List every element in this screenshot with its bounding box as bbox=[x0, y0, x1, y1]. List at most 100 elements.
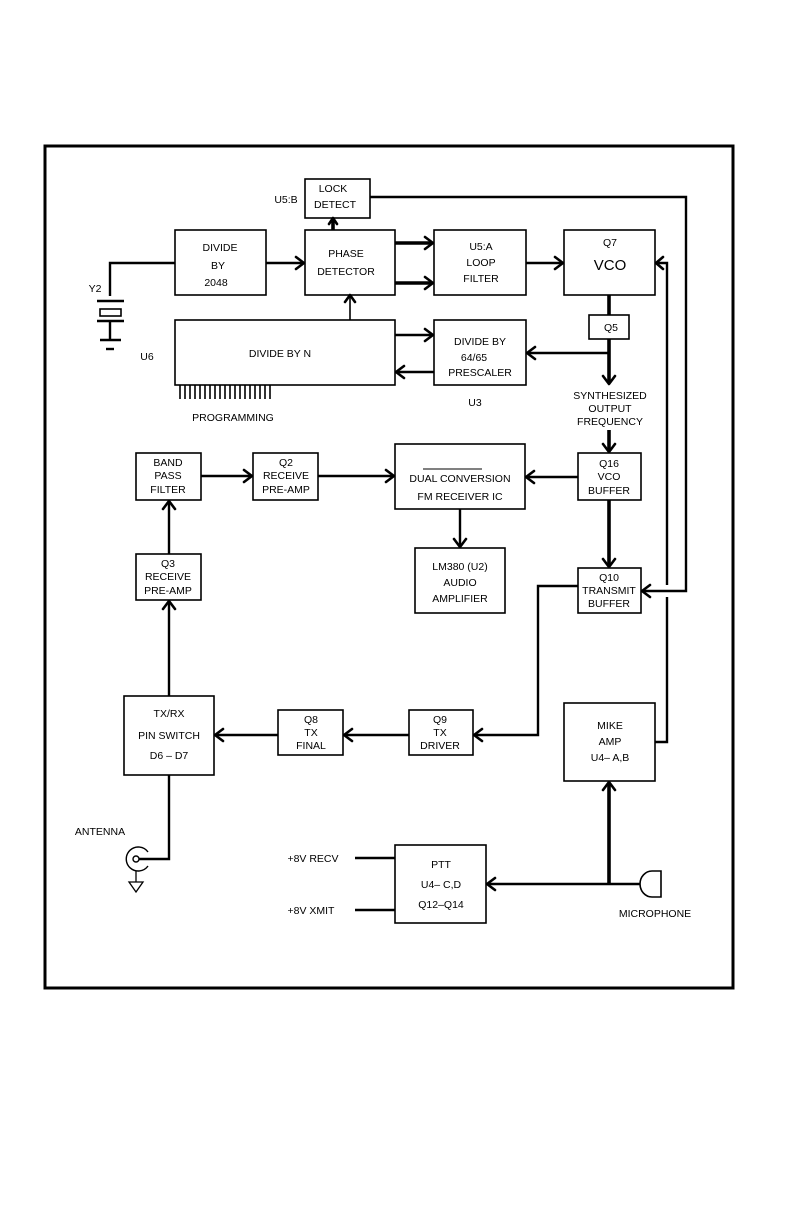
connection-divider-to-phase bbox=[266, 255, 306, 271]
block-text: BUFFER bbox=[588, 485, 630, 497]
connection-q2-to-receiver bbox=[318, 468, 396, 484]
block-tx-driver: Q9 TX DRIVER bbox=[408, 709, 474, 756]
supply-xmit-label: +8V XMIT bbox=[288, 905, 336, 917]
block-text: 2048 bbox=[204, 277, 228, 289]
block-pin-switch: TX/RX PIN SWITCH D6 – D7 bbox=[123, 695, 215, 776]
block-lock-detect: LOCK DETECT bbox=[304, 178, 371, 219]
block-text: PHASE bbox=[328, 248, 364, 260]
block-text: TX bbox=[433, 727, 446, 739]
block-text: DIVIDE bbox=[202, 242, 237, 254]
block-q3-receive-preamp: Q3 RECEIVE PRE-AMP bbox=[135, 553, 202, 601]
block-text: PIN SWITCH bbox=[138, 730, 200, 742]
block-divide-by-n: DIVIDE BY N bbox=[174, 319, 396, 399]
block-vco: Q7 VCO bbox=[563, 229, 656, 296]
block-phase-detector: PHASE DETECTOR bbox=[304, 229, 396, 296]
block-text: RECEIVE bbox=[145, 571, 191, 583]
block-text: Q10 bbox=[599, 572, 619, 584]
block-text: BY bbox=[211, 260, 225, 272]
block-text: LM380 (U2) bbox=[432, 561, 487, 573]
connection-phase-to-lock-detect bbox=[327, 216, 339, 230]
block-divide-2048: DIVIDE BY 2048 bbox=[174, 229, 267, 296]
block-text: BUFFER bbox=[588, 598, 630, 610]
connection-loop-filter-to-vco bbox=[526, 255, 565, 271]
microphone-icon bbox=[639, 870, 662, 898]
connection-q3-to-bpf bbox=[161, 499, 177, 554]
synthesized-label: FREQUENCY bbox=[577, 416, 643, 428]
block-text: DETECT bbox=[314, 199, 357, 211]
ref-label-u5b: U5:B bbox=[274, 194, 297, 206]
connection-transmit-to-driver bbox=[472, 584, 578, 743]
block-text: Q12–Q14 bbox=[418, 899, 464, 911]
block-text: TRANSMIT bbox=[582, 585, 636, 597]
block-transmit-buffer: Q10 TRANSMIT BUFFER bbox=[577, 567, 642, 614]
diagram-frame bbox=[43, 144, 735, 990]
connection-bpf-to-q2 bbox=[201, 468, 254, 484]
block-text: RECEIVE bbox=[263, 470, 309, 482]
connection-mike-to-vco bbox=[654, 255, 669, 744]
connection-divide-n-to-phase bbox=[343, 293, 357, 320]
ref-label-u3: U3 bbox=[468, 397, 482, 409]
block-text: PRE-AMP bbox=[144, 585, 192, 597]
block-text: Q16 bbox=[599, 458, 619, 470]
block-text: MIKE bbox=[597, 720, 623, 732]
block-text: U4– A,B bbox=[591, 752, 630, 764]
microphone-label: MICROPHONE bbox=[619, 908, 691, 920]
connection-divide-n-prescaler bbox=[394, 327, 435, 380]
block-tx-final: Q8 TX FINAL bbox=[277, 709, 344, 756]
block-text: DIVIDE BY N bbox=[249, 348, 311, 360]
block-text: Q2 bbox=[279, 457, 293, 469]
block-text: VCO bbox=[598, 471, 621, 483]
block-text: PRE-AMP bbox=[262, 484, 310, 496]
crystal-y2-symbol bbox=[97, 261, 175, 351]
connection-phase-to-loop-filter bbox=[395, 235, 435, 291]
block-vco-buffer: Q16 VCO BUFFER bbox=[577, 452, 642, 501]
block-text: PASS bbox=[154, 470, 181, 482]
block-text: TX bbox=[304, 727, 317, 739]
block-text: FILTER bbox=[463, 273, 499, 285]
connection-mic-to-ptt-and-mike bbox=[485, 780, 640, 892]
block-prescaler: DIVIDE BY 64/65 PRESCALER bbox=[433, 319, 527, 386]
antenna-label: ANTENNA bbox=[75, 826, 125, 838]
synthesized-label: SYNTHESIZED bbox=[573, 390, 647, 402]
ref-label-u6: U6 bbox=[140, 351, 154, 363]
block-text: LOOP bbox=[466, 257, 495, 269]
block-audio-amplifier: LM380 (U2) AUDIO AMPLIFIER bbox=[414, 547, 506, 614]
block-text: VCO bbox=[594, 257, 627, 274]
block-text: BAND bbox=[153, 457, 183, 469]
supply-recv-label: +8V RECV bbox=[287, 853, 338, 865]
block-text: FINAL bbox=[296, 740, 326, 752]
block-text: AUDIO bbox=[443, 577, 476, 589]
block-text: DUAL CONVERSION bbox=[409, 473, 510, 485]
block-text: TX/RX bbox=[154, 708, 185, 720]
block-text: DIVIDE BY bbox=[454, 336, 506, 348]
synthesized-label: OUTPUT bbox=[588, 403, 632, 415]
block-text: Q8 bbox=[304, 714, 318, 726]
connection-switch-to-q3 bbox=[161, 599, 177, 696]
block-text: LOCK bbox=[319, 183, 348, 195]
block-text: FM RECEIVER IC bbox=[417, 491, 503, 503]
connection-receiver-to-audio bbox=[452, 509, 468, 549]
crystal-label: Y2 bbox=[89, 283, 102, 295]
block-text: Q5 bbox=[604, 322, 618, 334]
connection-lock-detect-to-transmit bbox=[370, 195, 688, 599]
block-ptt: PTT U4– C,D Q12–Q14 bbox=[394, 844, 487, 924]
block-mike-amp: MIKE AMP U4– A,B bbox=[563, 702, 656, 782]
programming-pins bbox=[179, 385, 271, 399]
connection-driver-to-final bbox=[342, 727, 409, 743]
block-fm-receiver-ic: DUAL CONVERSION FM RECEIVER IC bbox=[394, 443, 526, 510]
programming-label: PROGRAMMING bbox=[192, 412, 274, 424]
connection-q5-output bbox=[525, 339, 617, 386]
block-text: PRESCALER bbox=[448, 367, 512, 379]
block-band-pass-filter: BAND PASS FILTER bbox=[135, 452, 202, 501]
block-text: DRIVER bbox=[420, 740, 460, 752]
block-q2-receive-preamp: Q2 RECEIVE PRE-AMP bbox=[252, 452, 319, 501]
connection-vco-buffer-to-transmit bbox=[601, 500, 617, 569]
block-text: Q9 bbox=[433, 714, 447, 726]
block-loop-filter: U5:A LOOP FILTER bbox=[433, 229, 527, 296]
connection-synth-to-vco-buffer bbox=[601, 430, 617, 454]
block-text: PTT bbox=[431, 859, 451, 871]
block-text: Q7 bbox=[603, 237, 617, 249]
block-text: U4– C,D bbox=[421, 879, 462, 891]
block-text: FILTER bbox=[150, 484, 186, 496]
